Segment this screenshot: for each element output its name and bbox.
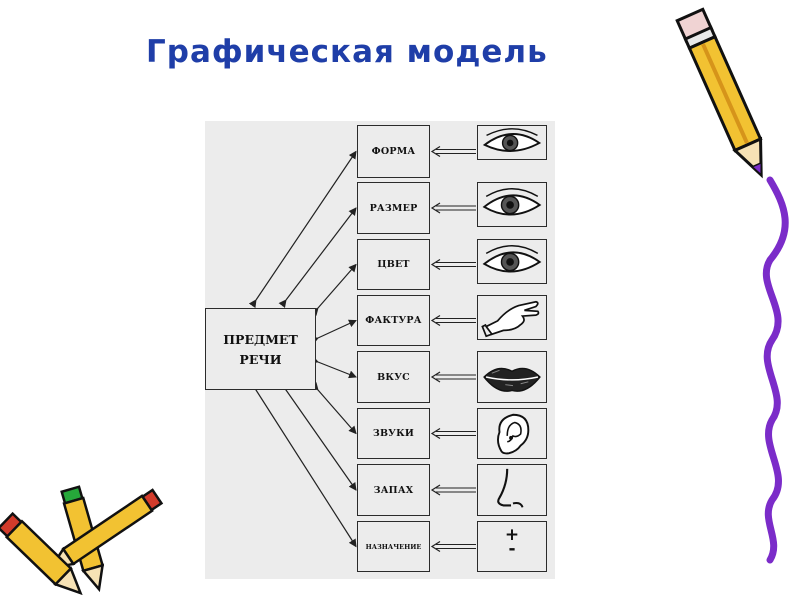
- crayons-icon: [0, 485, 164, 596]
- minus-sign: -: [508, 539, 516, 559]
- ear-icon: [477, 408, 547, 459]
- property-naznachenie: НАЗНАЧЕНИЕ: [357, 521, 430, 572]
- subject-property-arrow: [309, 319, 357, 345]
- hand-icon: [477, 295, 547, 340]
- plus-minus-icon: + -: [477, 521, 547, 572]
- property-razmer: РАЗМЕР: [357, 182, 430, 234]
- pencil-scribble: [762, 176, 789, 564]
- eye-icon: [477, 239, 547, 284]
- subject-line-2: РЕЧИ: [239, 352, 282, 367]
- property-vkus: ВКУС: [357, 351, 430, 403]
- subject-property-arrow: [248, 150, 357, 309]
- property-forma: ФОРМА: [357, 125, 430, 178]
- icon-property-arrow-head: [430, 540, 441, 553]
- subject-property-arrow: [278, 381, 357, 491]
- property-zapakh: ЗАПАХ: [357, 464, 430, 516]
- property-faktura: ФАКТУРА: [357, 295, 430, 346]
- icon-property-arrow-head: [430, 202, 441, 214]
- icon-property-arrow-head: [430, 314, 441, 327]
- subject-property-arrow: [248, 381, 357, 548]
- subject-property-arrow: [278, 207, 357, 308]
- pencil-icon: [675, 7, 763, 179]
- icon-property-arrow-head: [430, 484, 441, 496]
- property-tsvet: ЦВЕТ: [357, 239, 430, 290]
- icon-property-arrow-head: [430, 145, 441, 158]
- subject-box: ПРЕДМЕТ РЕЧИ: [205, 308, 316, 390]
- eye-icon: [477, 125, 547, 160]
- subject-property-arrow: [310, 263, 357, 316]
- icon-property-arrow-head: [430, 427, 441, 440]
- plus-sign: +: [504, 525, 520, 545]
- icon-property-arrow-head: [430, 371, 441, 383]
- subject-property-arrow: [310, 355, 357, 379]
- eye-icon: [477, 182, 547, 227]
- subject-property-arrow: [310, 382, 357, 435]
- page-title: Графическая модель: [146, 34, 548, 70]
- nose-icon: [477, 464, 547, 516]
- icon-property-arrow-head: [430, 258, 441, 271]
- subject-line-1: ПРЕДМЕТ: [223, 332, 298, 347]
- lips-icon: [477, 351, 547, 403]
- property-zvuki: ЗВУКИ: [357, 408, 430, 459]
